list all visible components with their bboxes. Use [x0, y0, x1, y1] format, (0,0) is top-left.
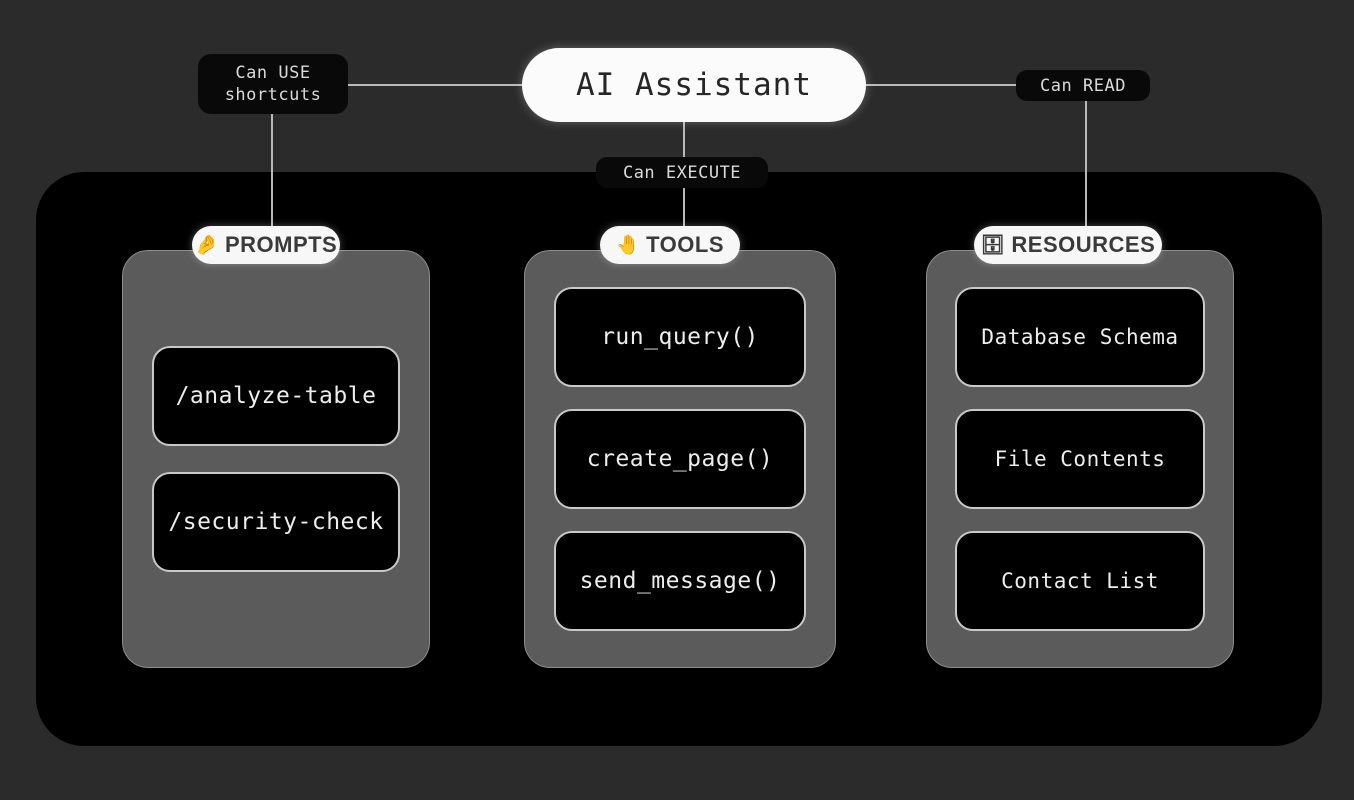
connector-root-to-execute-label — [683, 121, 685, 161]
edge-label-can-use-shortcuts: Can USE shortcuts — [198, 54, 348, 114]
connector-root-to-read-label — [864, 84, 1020, 86]
connector-root-to-use-label — [348, 84, 524, 86]
section-header-tools[interactable]: 🤚 TOOLS — [600, 226, 740, 264]
resource-card[interactable]: File Contents — [955, 409, 1205, 509]
section-header-prompts[interactable]: 🤌 PROMPTS — [192, 226, 340, 264]
tool-card[interactable]: send_message() — [554, 531, 806, 631]
section-title-tools: TOOLS — [646, 232, 725, 257]
hand-pointing-icon: 🤚 — [615, 234, 641, 256]
section-header-resources[interactable]: 🗄 RESOURCES — [974, 226, 1162, 264]
hand-pinching-icon: 🤌 — [194, 234, 219, 256]
prompt-card[interactable]: /security-check — [152, 472, 400, 572]
prompt-card[interactable]: /analyze-table — [152, 346, 400, 446]
tool-card[interactable]: create_page() — [554, 409, 806, 509]
resources-panel: Database Schema File Contents Contact Li… — [926, 250, 1234, 668]
tool-card[interactable]: run_query() — [554, 287, 806, 387]
tools-panel: run_query() create_page() send_message() — [524, 250, 836, 668]
resource-card[interactable]: Database Schema — [955, 287, 1205, 387]
prompts-panel: /analyze-table /security-check — [122, 250, 430, 668]
edge-label-can-execute: Can EXECUTE — [596, 157, 768, 188]
connector-execute-label-to-tools — [683, 186, 685, 246]
edge-label-can-read: Can READ — [1016, 70, 1150, 101]
connector-read-label-to-resources — [1085, 100, 1087, 246]
document-icon: 🗄 — [980, 234, 1006, 256]
connector-use-label-to-prompts — [271, 113, 273, 245]
resource-card[interactable]: Contact List — [955, 531, 1205, 631]
section-title-prompts: PROMPTS — [224, 232, 338, 257]
ai-assistant-node[interactable]: AI Assistant — [522, 48, 866, 122]
section-title-resources: RESOURCES — [1011, 232, 1156, 257]
